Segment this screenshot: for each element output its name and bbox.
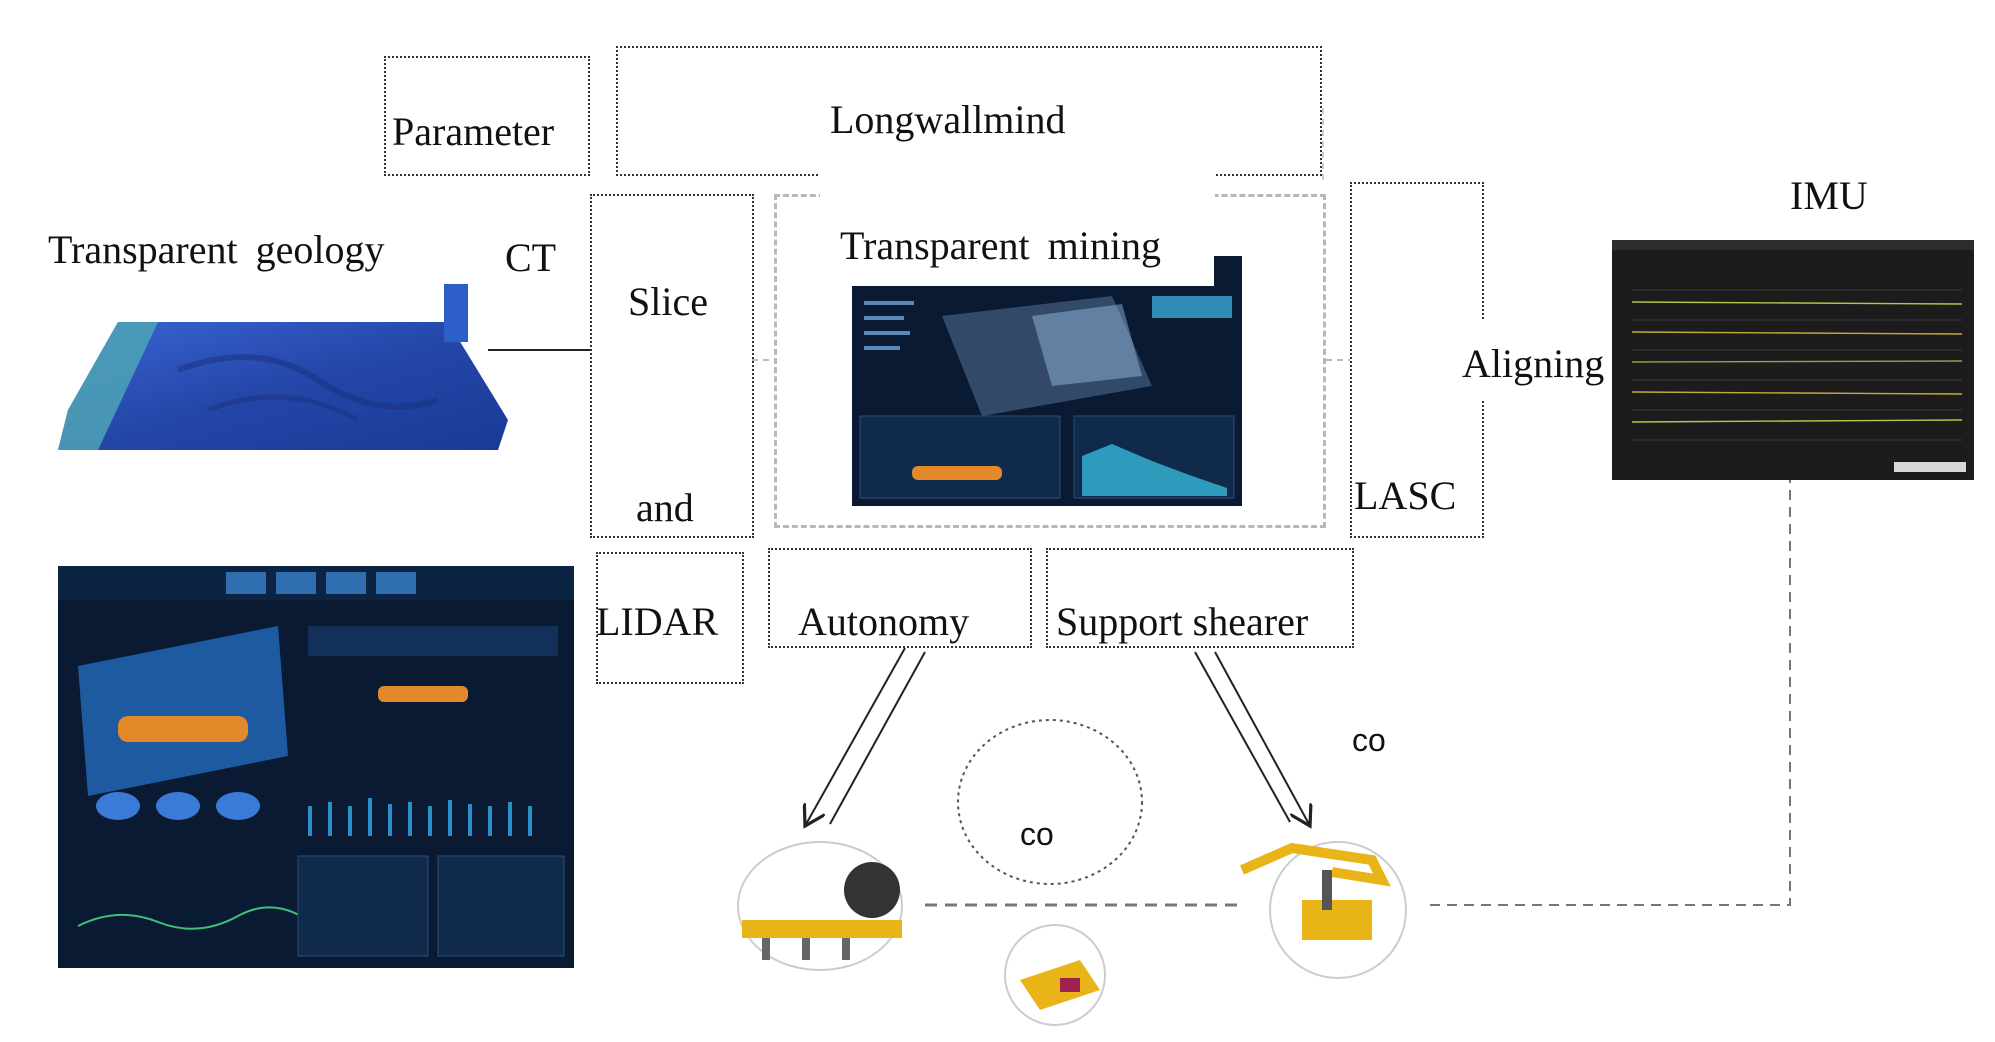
support-arrow-1 bbox=[1194, 651, 1291, 823]
transparent-mining-label: Transparent mining bbox=[840, 223, 1161, 268]
ct-label: CT bbox=[505, 235, 557, 280]
co-circle-label: co bbox=[1020, 816, 1054, 852]
aligning-label: Aligning bbox=[1462, 341, 1605, 386]
transparent-geology-label: Transparent geology bbox=[48, 227, 385, 272]
slice-label: Slice bbox=[628, 279, 708, 324]
co-top-label: co bbox=[1352, 722, 1386, 758]
autonomy-arrow-2 bbox=[829, 651, 926, 825]
lidar-label: LIDAR bbox=[596, 599, 719, 644]
support-arrow-2 bbox=[1214, 651, 1310, 826]
parameter-label: Parameter bbox=[392, 109, 555, 154]
geology-model-image bbox=[58, 284, 508, 450]
imu-label: IMU bbox=[1790, 173, 1868, 218]
support-shearer-label: Support shearer bbox=[1056, 599, 1309, 644]
autonomy-box bbox=[768, 548, 1032, 648]
slice-box bbox=[590, 194, 754, 538]
imu-dashed-link bbox=[1430, 474, 1791, 906]
support-shearer-box bbox=[1046, 548, 1354, 648]
mining-title-mask bbox=[820, 150, 1215, 230]
aligning-mask bbox=[1464, 320, 1624, 400]
imu-dashboard-image bbox=[1612, 240, 1974, 480]
lasc-label: LASC bbox=[1354, 473, 1457, 518]
longwall-dashboard-image bbox=[58, 566, 574, 968]
mining-dashboard-image bbox=[852, 256, 1242, 506]
co-circle bbox=[957, 719, 1143, 885]
conveyor-machine-image bbox=[1004, 924, 1106, 1026]
support-machine-image bbox=[1239, 841, 1407, 979]
autonomy-label: Autonomy bbox=[798, 599, 970, 644]
lidar-box bbox=[596, 552, 744, 684]
autonomy-arrow-1 bbox=[805, 647, 906, 826]
parameter-box bbox=[384, 56, 590, 176]
longwallmind-label: Longwallmind bbox=[830, 97, 1066, 142]
shearer-machine-image bbox=[737, 841, 903, 971]
and-label: and bbox=[636, 485, 694, 530]
